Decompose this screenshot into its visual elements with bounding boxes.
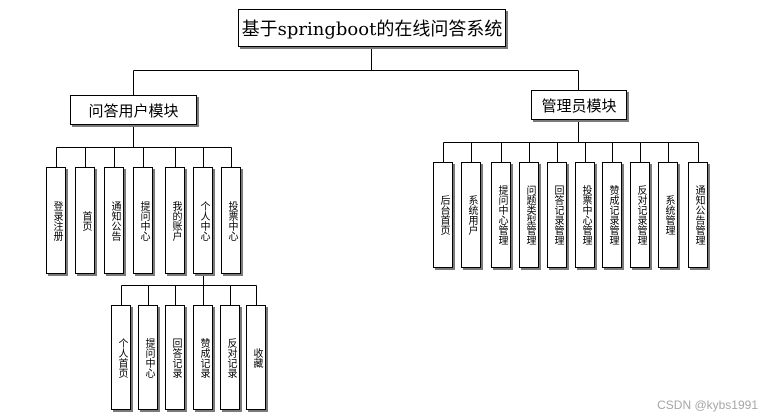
admin-module-item: 系统用户: [461, 162, 481, 268]
user-module-item: 提问中心: [133, 167, 153, 274]
admin-module-item: 问题类型管理: [519, 162, 539, 268]
admin-module-item: 回答记录管理: [547, 162, 567, 268]
personal-center-item: 提问中心: [138, 305, 158, 410]
user-module-item: 我的账户: [165, 167, 185, 274]
personal-center-item: 个人首页: [111, 305, 131, 410]
user-module-item: 首页: [75, 167, 95, 274]
admin-module-item: 提问中心管理: [491, 162, 511, 268]
admin-module-item: 投票中心管理: [575, 162, 595, 268]
personal-center-item: 回答记录: [165, 305, 185, 410]
user-module-item: 投票中心: [221, 167, 241, 274]
admin-module-item: 赞成记录管理: [602, 162, 622, 268]
personal-center-item: 赞成记录: [193, 305, 213, 410]
admin-module-box: 管理员模块: [531, 90, 627, 120]
user-module-item: 个人中心: [193, 167, 213, 274]
admin-module-item: 后台首页: [433, 162, 453, 268]
user-module-item: 通知公告: [104, 167, 124, 274]
personal-center-item: 反对记录: [220, 305, 240, 410]
personal-center-item: 收藏: [246, 305, 266, 410]
user-module-box: 问答用户模块: [70, 95, 197, 125]
admin-module-item: 通知公告管理: [688, 162, 708, 268]
root-title-box: 基于springboot的在线问答系统: [238, 9, 506, 47]
watermark: CSDN @kybs1991: [657, 398, 758, 412]
admin-module-item: 反对记录管理: [630, 162, 650, 268]
admin-module-item: 系统管理: [658, 162, 678, 268]
user-module-item: 登录注册: [46, 167, 66, 274]
